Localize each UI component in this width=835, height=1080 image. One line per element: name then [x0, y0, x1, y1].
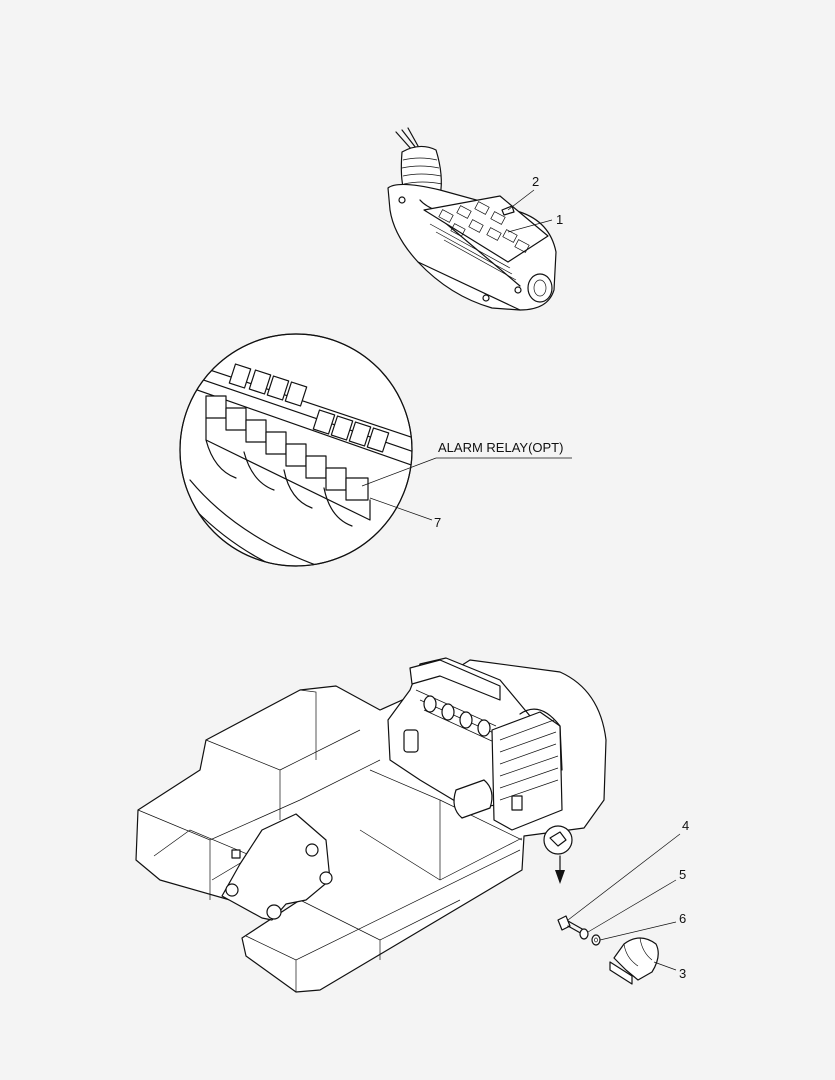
callout-leader-7	[369, 497, 433, 521]
callout-4: 4	[682, 818, 689, 833]
callout-1: 1	[556, 212, 563, 227]
callout-leader-3	[653, 961, 677, 971]
callout-leader-5	[587, 879, 677, 933]
callout-leader-2	[507, 189, 535, 211]
callout-3: 3	[679, 966, 686, 981]
console-assembly: 2 1	[387, 127, 563, 311]
relay-row	[205, 395, 369, 501]
callout-6: 6	[679, 911, 686, 926]
alarm-relay-label: ALARM RELAY(OPT)	[438, 440, 563, 455]
callout-7: 7	[434, 515, 441, 530]
callout-2: 2	[532, 174, 539, 189]
relay-detail: ALARM RELAY(OPT) 7	[179, 333, 572, 567]
callout-leader-1	[507, 219, 553, 233]
alarm-relay	[345, 477, 369, 501]
callout-leader-6	[599, 921, 677, 941]
callout-5: 5	[679, 867, 686, 882]
horn-assembly: 4 5 6 3	[557, 818, 689, 985]
machine-frame	[135, 657, 607, 993]
engine	[387, 657, 563, 831]
callout-leader-4	[567, 833, 681, 921]
